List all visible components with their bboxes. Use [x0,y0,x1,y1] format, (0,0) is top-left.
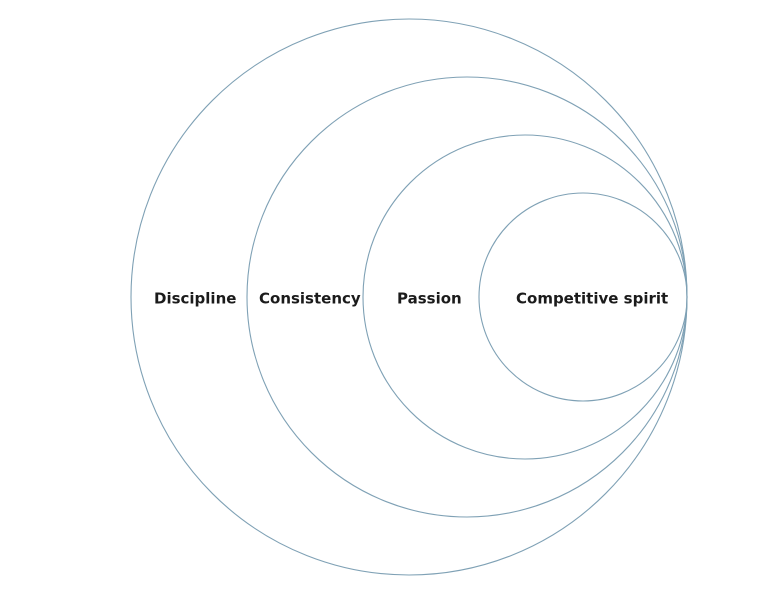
label-competitive-spirit: Competitive spirit [516,290,668,308]
label-passion: Passion [397,290,462,308]
label-discipline: Discipline [154,290,236,308]
label-consistency: Consistency [259,290,361,308]
ring-competitive-spirit [478,192,688,402]
